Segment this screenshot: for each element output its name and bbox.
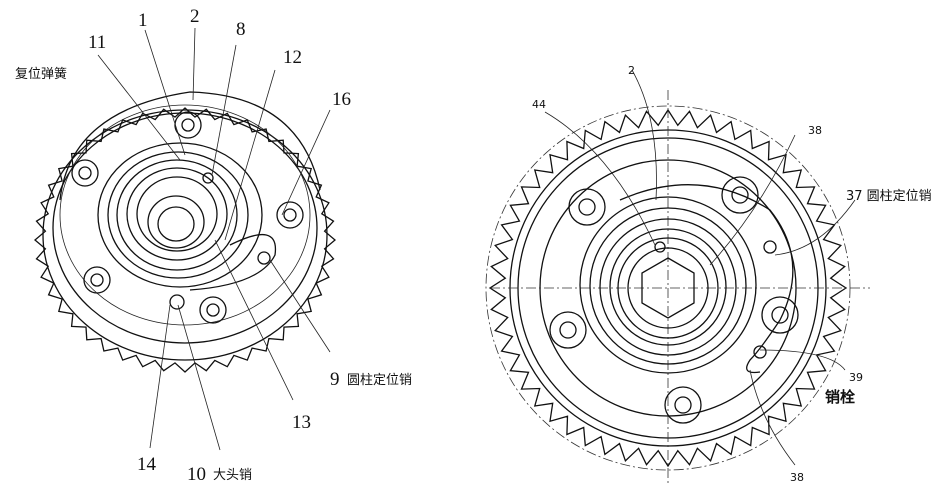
label-9: 9 <box>330 369 340 390</box>
cylindrical-pin-label: 圆柱定位销 <box>347 373 412 388</box>
label-39: 39 <box>849 371 863 384</box>
pin-bolt-label: 销栓 <box>825 388 855 406</box>
label-13: 13 <box>292 412 311 433</box>
label-10: 10 <box>187 464 206 484</box>
label-38-top: 38 <box>808 124 822 137</box>
right-bolt-bosses <box>549 176 799 424</box>
right-leader-lines <box>544 69 856 466</box>
label-16: 16 <box>332 89 351 110</box>
right-phaser-drawing: 2 44 38 37 圆柱定位销 39 销栓 38 <box>485 64 932 484</box>
label-37-cylindrical-pin: 37 圆柱定位销 <box>846 189 932 204</box>
label-44: 44 <box>532 98 546 111</box>
left-leader-lines <box>97 27 331 451</box>
label-11: 11 <box>88 32 106 53</box>
label-38-bottom: 38 <box>790 471 804 484</box>
label-12: 12 <box>283 47 302 68</box>
gear-tooth-profile <box>33 107 337 373</box>
right-label-2: 2 <box>628 64 635 77</box>
left-phaser-drawing: 复位弹簧 11 1 2 8 12 16 9 圆柱定位销 13 14 10 大头销 <box>15 6 412 484</box>
label-14: 14 <box>137 454 157 475</box>
big-head-pin-label: 大头销 <box>213 468 252 483</box>
right-reset-spring <box>579 184 794 374</box>
left-reset-spring <box>97 142 277 310</box>
reset-spring-label: 复位弹簧 <box>15 66 67 82</box>
left-gear-teeth <box>33 107 337 373</box>
left-bolt-bosses <box>71 111 304 324</box>
label-2: 2 <box>190 6 200 27</box>
label-1: 1 <box>138 10 148 31</box>
label-8: 8 <box>236 19 246 40</box>
